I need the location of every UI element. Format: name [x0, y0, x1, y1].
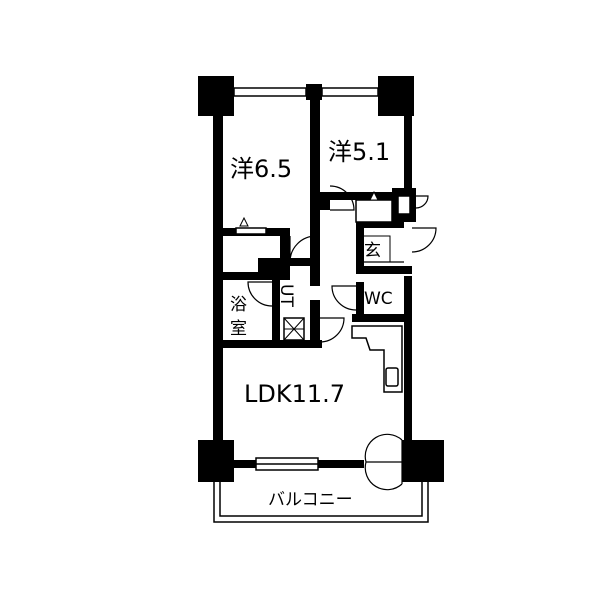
wall-right-upper	[404, 112, 412, 200]
wall-right-lower	[404, 276, 412, 444]
wall-wc-bottom	[352, 314, 412, 322]
label-wc: WC	[364, 289, 393, 309]
wall-entrance-bottom	[356, 266, 412, 274]
column-top-left	[198, 76, 234, 116]
windows	[233, 87, 379, 471]
door-ldk	[319, 317, 345, 343]
door-entrance	[411, 227, 437, 253]
wall-closet1-right	[280, 228, 290, 258]
column-top-right	[378, 76, 414, 116]
wall-bedroom2-bottom	[320, 192, 404, 200]
wall-closet-block	[222, 272, 272, 280]
wall-ut-right-lower	[310, 300, 320, 346]
door-bath	[247, 281, 273, 307]
label-entrance: 玄	[364, 241, 381, 261]
door-balcony	[364, 433, 403, 491]
door-bedroom1	[289, 235, 317, 263]
wall-entrance-left	[356, 226, 364, 270]
window-top-right	[321, 87, 379, 97]
label-western-room-1: 洋6.5	[230, 155, 292, 183]
closet-bedroom1	[235, 227, 267, 235]
door-bedroom2	[329, 185, 355, 211]
wall-bottom-right	[318, 460, 364, 468]
wall-bedroom2-tail	[320, 200, 330, 210]
column-bottom-right	[402, 440, 444, 482]
wall-bottom-left	[232, 460, 256, 468]
label-ldk: LDK11.7	[244, 380, 345, 408]
wall-ut-top	[280, 258, 320, 266]
wall-entrance-top	[356, 220, 404, 228]
kitchen-sink	[385, 367, 399, 387]
walls	[198, 76, 444, 482]
washer-hatch	[283, 317, 305, 341]
label-bath-top: 浴	[230, 295, 247, 315]
label-bath-bottom: 室	[230, 319, 247, 339]
wall-ut-right	[310, 258, 320, 286]
label-western-room-2: 洋5.1	[328, 138, 390, 166]
column-bottom-left	[198, 440, 234, 482]
door-shoe	[415, 195, 429, 209]
entrance-label-box	[361, 235, 391, 263]
wall-bath-right	[272, 266, 280, 346]
label-ut: UT	[276, 284, 296, 307]
balcony-outline	[213, 482, 429, 523]
window-top-left	[233, 87, 307, 97]
door-wc	[331, 285, 357, 311]
wall-bath-bottom	[222, 340, 322, 348]
closet-shoe-inner	[397, 195, 411, 215]
wall-left	[213, 112, 223, 444]
wall-bedroom-divider	[310, 96, 320, 262]
label-balcony: バルコニー	[268, 490, 353, 510]
wall-wc-left	[356, 282, 364, 314]
closet-bedroom2	[355, 199, 393, 223]
closet-markers	[239, 190, 379, 227]
